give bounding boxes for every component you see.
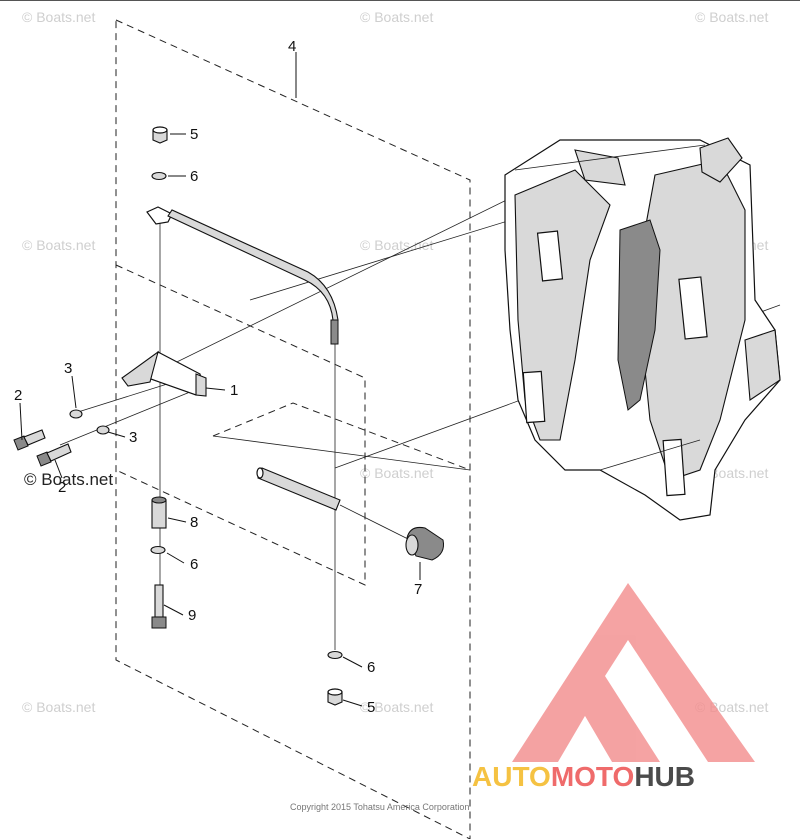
callout-6: 6 bbox=[190, 168, 198, 185]
callout-8: 8 bbox=[190, 514, 198, 531]
copyright-text: Copyright 2015 Tohatsu America Corporati… bbox=[290, 802, 469, 812]
part-4-tie-rod bbox=[146, 206, 339, 345]
watermark: © Boats.net bbox=[22, 237, 95, 253]
callout-3: 3 bbox=[129, 429, 137, 446]
watermark: © Boats.net bbox=[695, 9, 768, 25]
part-6-washer-top bbox=[151, 171, 167, 181]
part-8-spacer bbox=[151, 496, 167, 529]
brand-moto: MOTO bbox=[551, 761, 634, 792]
callout-5: 5 bbox=[367, 699, 375, 716]
projection-line bbox=[129, 189, 528, 386]
callout-3: 3 bbox=[64, 360, 72, 377]
callout-2: 2 bbox=[14, 387, 22, 404]
projection-line bbox=[212, 435, 471, 471]
leader-6 bbox=[166, 552, 185, 564]
callout-6: 6 bbox=[190, 556, 198, 573]
leader-1 bbox=[205, 387, 226, 391]
leader-5 bbox=[342, 699, 363, 707]
watermark: © Boats.net bbox=[360, 465, 433, 481]
brand-hub: HUB bbox=[634, 761, 695, 792]
watermark-prominent: © Boats.net bbox=[24, 470, 113, 489]
part-5-nut-top bbox=[152, 126, 168, 144]
group-bracket-4 bbox=[115, 19, 471, 839]
automotohub-logo-icon bbox=[512, 583, 755, 762]
part-5-nut-bottom bbox=[327, 688, 343, 706]
axis-line bbox=[339, 504, 411, 541]
brand-auto: AUTO bbox=[472, 761, 551, 792]
leader-6 bbox=[342, 656, 363, 668]
brand-wordmark: AUTOMOTOHUB bbox=[472, 761, 695, 792]
watermark: © Boats.net bbox=[360, 9, 433, 25]
leader-2 bbox=[54, 459, 63, 479]
callout-1: 1 bbox=[230, 382, 238, 399]
part-7-bushing bbox=[405, 527, 444, 561]
part-3-washer bbox=[96, 425, 110, 435]
part-2-bolt bbox=[36, 443, 72, 467]
callout-6: 6 bbox=[367, 659, 375, 676]
part-6-washer-bottom bbox=[327, 650, 343, 660]
leader-2 bbox=[19, 402, 23, 441]
axis-line bbox=[59, 391, 191, 446]
watermark: © Boats.net bbox=[360, 237, 433, 253]
watermark: © Boats.net bbox=[22, 699, 95, 715]
part-9-bolt bbox=[151, 584, 167, 629]
leader-3 bbox=[71, 375, 77, 409]
watermark: © Boats.net bbox=[360, 699, 433, 715]
bracket-assembly bbox=[504, 137, 781, 521]
part-3-washer bbox=[69, 409, 83, 419]
part-6-washer-mid bbox=[150, 545, 166, 555]
group-bracket-inner bbox=[115, 264, 366, 586]
leader-9 bbox=[163, 604, 184, 616]
callout-9: 9 bbox=[188, 607, 196, 624]
callout-5: 5 bbox=[190, 126, 198, 143]
shaft bbox=[256, 467, 341, 511]
callout-7: 7 bbox=[414, 581, 422, 598]
callout-2: 2 bbox=[58, 479, 66, 496]
watermark: © Boats.net bbox=[22, 9, 95, 25]
leader-8 bbox=[167, 517, 187, 523]
group-bracket-axis bbox=[212, 402, 471, 471]
axis-line bbox=[77, 379, 181, 413]
callout-4: 4 bbox=[288, 38, 296, 55]
part-2-bolt bbox=[13, 429, 46, 451]
leader-3 bbox=[107, 431, 126, 438]
part-1-plate bbox=[121, 350, 207, 397]
